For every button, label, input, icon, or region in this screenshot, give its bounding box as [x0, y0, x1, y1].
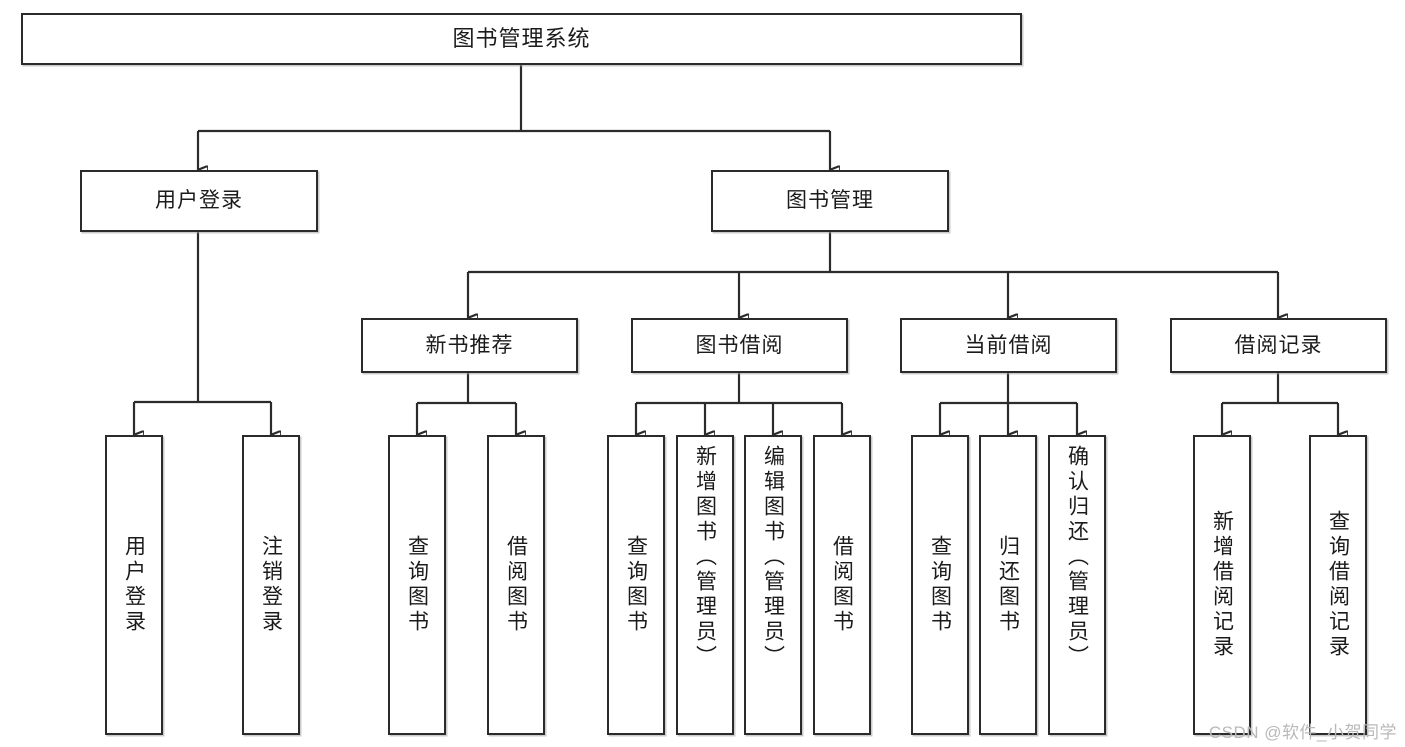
watermark: CSDN @软件_小贺同学: [1208, 723, 1397, 742]
leaf-borrow-book-recommend[interactable]: 借阅图书: [487, 435, 545, 735]
node-label: 用户登录: [122, 535, 146, 635]
node-label: 确认归还（管理员）: [1065, 445, 1089, 670]
node-label: 新增图书（管理员）: [693, 445, 717, 670]
link-borrowrecord-to-leaves: [1220, 373, 1338, 435]
leaf-confirm-return-admin[interactable]: 确认归还（管理员）: [1048, 435, 1106, 735]
leaf-query-book-recommend[interactable]: 查询图书: [388, 435, 446, 735]
node-label: 注销登录: [259, 535, 283, 635]
link-userlogin-to-leaves: [132, 232, 271, 435]
node-user-login[interactable]: 用户登录: [80, 170, 318, 232]
leaf-return-book[interactable]: 归还图书: [979, 435, 1037, 735]
link-root-to-level2: [196, 65, 830, 170]
node-borrow-record[interactable]: 借阅记录: [1170, 318, 1387, 373]
node-label: 查询借阅记录: [1326, 510, 1350, 660]
leaf-query-borrow-record[interactable]: 查询借阅记录: [1309, 435, 1367, 735]
link-currentborrow-to-leaves: [938, 373, 1077, 435]
node-label: 新书推荐: [425, 333, 514, 357]
node-label: 当前借阅: [964, 333, 1053, 357]
link-bookborrow-to-leaves: [634, 373, 842, 435]
leaf-add-borrow-record[interactable]: 新增借阅记录: [1193, 435, 1251, 735]
leaf-query-book-borrow[interactable]: 查询图书: [607, 435, 665, 735]
link-bookmanage-to-level3: [466, 232, 1278, 318]
node-label: 新增借阅记录: [1210, 510, 1234, 660]
node-book-manage[interactable]: 图书管理: [711, 170, 949, 232]
node-root-book-management-system[interactable]: 图书管理系统: [21, 13, 1022, 65]
node-label: 图书管理: [786, 189, 874, 213]
node-label: 图书管理系统: [452, 25, 591, 51]
node-current-borrow[interactable]: 当前借阅: [900, 318, 1117, 373]
leaf-borrow-book-borrow[interactable]: 借阅图书: [813, 435, 871, 735]
node-label: 编辑图书（管理员）: [761, 445, 785, 670]
node-label: 归还图书: [996, 535, 1020, 635]
node-label: 图书借阅: [695, 333, 784, 357]
leaf-user-login[interactable]: 用户登录: [105, 435, 163, 735]
leaf-add-book-admin[interactable]: 新增图书（管理员）: [676, 435, 734, 735]
node-label: 查询图书: [405, 535, 429, 635]
node-label: 借阅图书: [504, 535, 528, 635]
link-newbook-to-leaves: [415, 373, 516, 435]
leaf-edit-book-admin[interactable]: 编辑图书（管理员）: [744, 435, 802, 735]
node-label: 用户登录: [155, 189, 243, 213]
leaf-query-book-current[interactable]: 查询图书: [911, 435, 969, 735]
node-new-book-recommend[interactable]: 新书推荐: [361, 318, 578, 373]
node-label: 借阅图书: [830, 535, 854, 635]
node-label: 借阅记录: [1234, 333, 1323, 357]
node-book-borrow[interactable]: 图书借阅: [631, 318, 848, 373]
node-label: 查询图书: [624, 535, 648, 635]
leaf-user-logout[interactable]: 注销登录: [242, 435, 300, 735]
node-label: 查询图书: [928, 535, 952, 635]
